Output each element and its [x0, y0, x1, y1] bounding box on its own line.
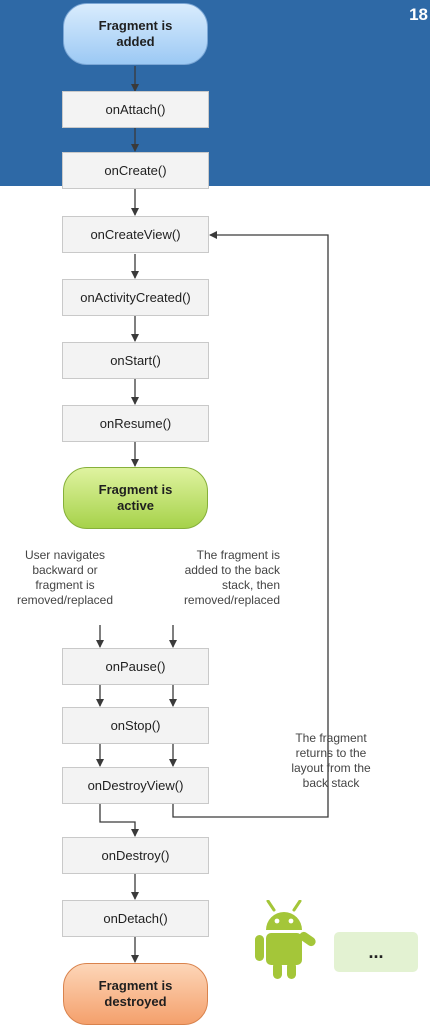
note-fragment-returns: The fragment returns to the layout from …: [291, 731, 371, 790]
method-on-attach: onAttach(): [62, 91, 209, 128]
method-on-start: onStart(): [62, 342, 209, 379]
method-on-destroy: onDestroy(): [62, 837, 209, 874]
method-on-activity-created: onActivityCreated(): [62, 279, 209, 316]
state-fragment-destroyed: Fragment is destroyed: [63, 963, 208, 1025]
method-on-stop: onStop(): [62, 707, 209, 744]
state-fragment-active: Fragment is active: [63, 467, 208, 529]
arrow-destroyview-to-destroy: [99, 802, 139, 837]
method-on-resume: onResume(): [62, 405, 209, 442]
method-on-detach: onDetach(): [62, 900, 209, 937]
state-fragment-added: Fragment is added: [63, 3, 208, 65]
method-on-pause: onPause(): [62, 648, 209, 685]
speech-bubble: ...: [334, 932, 418, 972]
note-user-navigates: User navigates backward or fragment is r…: [16, 548, 114, 607]
method-on-destroy-view: onDestroyView(): [62, 767, 209, 804]
page-number: 18: [409, 5, 428, 24]
android-robot-icon: [255, 900, 316, 979]
arrow-return-to-createview: [172, 231, 329, 818]
note-back-stack: The fragment is added to the back stack,…: [183, 548, 280, 607]
method-on-create: onCreate(): [62, 152, 209, 189]
method-on-create-view: onCreateView(): [62, 216, 209, 253]
